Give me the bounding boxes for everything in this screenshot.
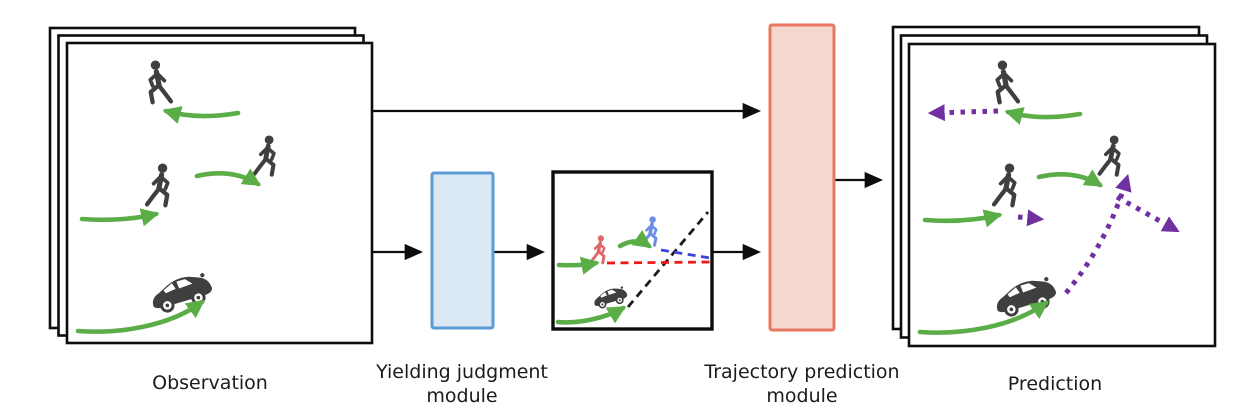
observed-trajectory-arrow: [555, 305, 627, 325]
observed-trajectory-arrow: [917, 300, 1050, 335]
observed-trajectory-arrow: [1036, 169, 1104, 188]
prediction-panel: [891, 25, 1217, 348]
flow-arrows: [372, 102, 884, 261]
vehicle-path-dashed-line: [626, 211, 710, 308]
observation-frame-front: [65, 41, 374, 345]
yielding-module-label-line1: Yielding judgment: [375, 361, 548, 383]
observed-trajectory-arrow: [922, 209, 1003, 228]
predicted-trajectory-arrow: [1064, 173, 1132, 295]
intermediate-view-box: [551, 170, 714, 331]
observed-trajectory-arrow: [194, 168, 262, 187]
trajectory-prediction-module-box: [768, 23, 836, 332]
yielding-module-label-line2: module: [426, 385, 497, 407]
observed-trajectory-arrow: [556, 256, 600, 275]
trajectory-module-label-line1: Trajectory prediction: [703, 361, 899, 383]
observed-trajectory-arrow: [75, 299, 205, 334]
observation-panel: [48, 26, 374, 345]
observation-label: Observation: [152, 372, 268, 394]
observed-trajectory-arrow: [79, 208, 160, 227]
prediction-label: Prediction: [1008, 373, 1102, 395]
trajectory-module-label-line2: module: [766, 385, 837, 407]
predicted-trajectory-arrow: [1017, 209, 1045, 227]
observed-trajectory-arrow: [162, 106, 241, 124]
intermediate-view: [551, 170, 714, 331]
predicted-trajectory-arrow: [927, 104, 999, 122]
prediction-frame-front: [907, 42, 1217, 348]
predicted-trajectory-arrow: [1115, 194, 1180, 233]
observed-trajectory-arrow: [617, 230, 653, 249]
observed-trajectory-arrow: [1004, 107, 1083, 125]
blue-pedestrian-path-dashed-line: [660, 248, 711, 260]
yielding-judgment-module-box: [430, 171, 495, 330]
red-pedestrian-path-dashed-line: [606, 260, 711, 265]
